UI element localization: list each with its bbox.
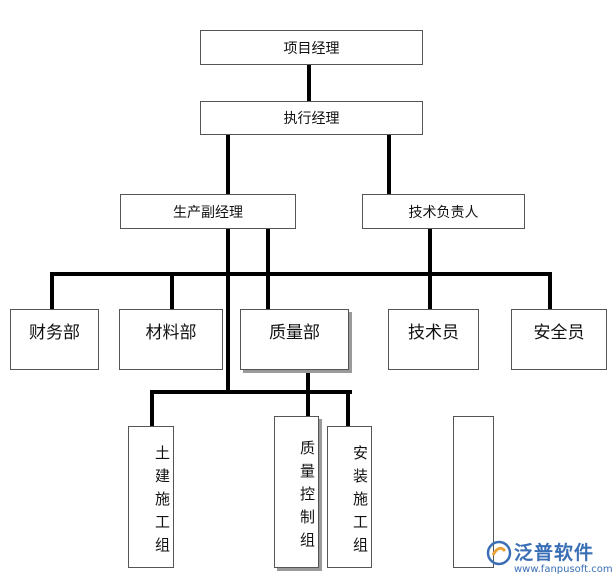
node-project-manager: 项目经理	[200, 30, 423, 65]
node-executive-manager: 执行经理	[200, 101, 423, 135]
node-quality-dept: 质量部	[240, 309, 349, 370]
watermark-brand: 泛普软件	[514, 542, 595, 564]
node-installation-team: 安装施工组	[327, 426, 372, 568]
node-blank-box	[453, 416, 494, 568]
node-civil-construction-team: 土建施工组	[128, 426, 174, 568]
watermark: 泛普软件 www.fanpusoft.com	[486, 538, 613, 582]
node-technical-lead: 技术负责人	[362, 194, 525, 229]
node-materials-dept: 材料部	[119, 309, 223, 370]
watermark-url: www.fanpusoft.com	[514, 564, 613, 575]
node-finance-dept: 财务部	[10, 309, 99, 370]
node-technician: 技术员	[388, 309, 479, 370]
node-deputy-production-manager: 生产副经理	[120, 194, 296, 229]
node-safety-officer: 安全员	[511, 309, 607, 370]
fanpu-logo-icon	[486, 540, 512, 566]
node-quality-control-team: 质量控制组	[274, 416, 319, 568]
